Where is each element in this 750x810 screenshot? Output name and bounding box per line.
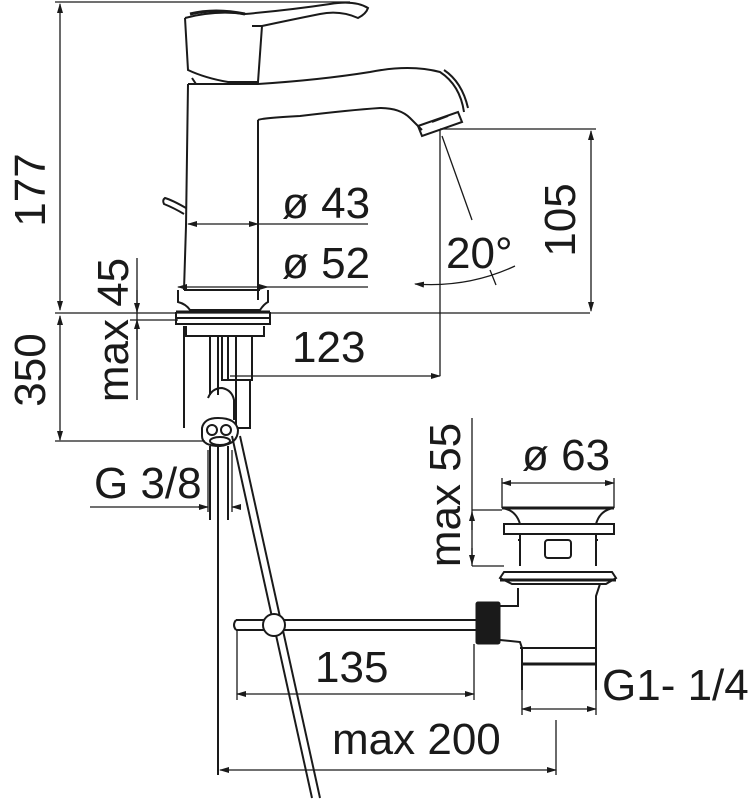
faucet-body	[55, 1, 469, 337]
label-spout-reach: 123	[292, 323, 365, 372]
pop-up-waste	[475, 506, 618, 690]
label-waste-max-thickness: max 55	[421, 423, 470, 567]
label-waste-thread: G1- 1/4	[602, 661, 749, 710]
label-max-rod-reach: max 200	[332, 715, 501, 764]
label-hose-length: 350	[6, 333, 55, 406]
label-base-diameter: ø 52	[282, 239, 370, 288]
label-rod-length: 135	[315, 643, 388, 692]
label-body-diameter: ø 43	[282, 179, 370, 228]
pop-up-rod	[231, 435, 480, 799]
label-inlet-thread: G 3/8	[94, 459, 202, 508]
label-max-deck-thickness: max 45	[89, 258, 138, 402]
label-spout-height: 105	[536, 183, 585, 256]
dimension-lines	[55, 3, 615, 775]
label-waste-diameter: ø 63	[522, 431, 610, 480]
label-spout-angle: 20°	[446, 229, 513, 278]
label-total-height: 177	[6, 153, 55, 226]
under-deck-fittings	[183, 326, 253, 775]
